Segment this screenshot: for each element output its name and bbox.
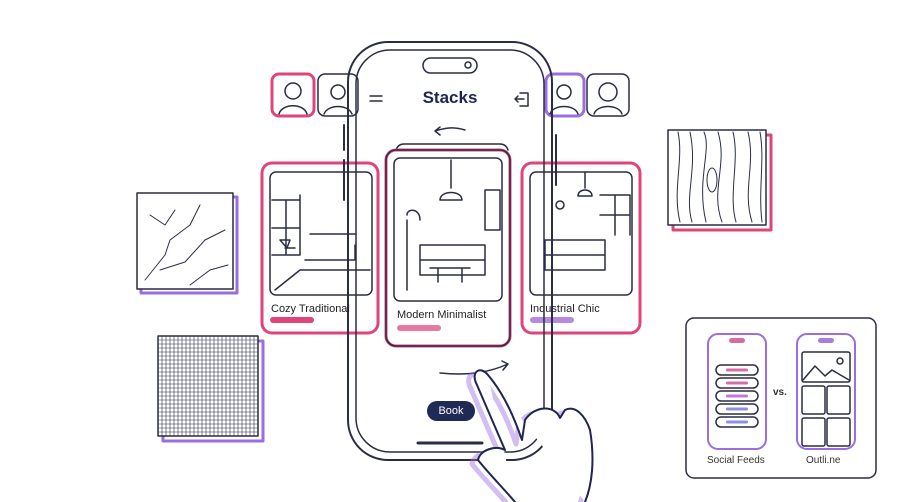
logout-icon[interactable] [514, 92, 529, 107]
phone-frame [343, 41, 557, 461]
app-title: Stacks [422, 88, 478, 107]
swipe-left-arrow-icon [434, 126, 466, 136]
avatar-row [270, 72, 630, 118]
vs-label: vs. [773, 387, 787, 398]
grid-swatch [157, 335, 265, 443]
book-button[interactable]: Book [427, 401, 475, 421]
card-label-modern-minimalist[interactable]: Modern Minimalist [397, 309, 487, 321]
hand-pointer-icon [466, 369, 594, 502]
social-feeds-label: Social Feeds [707, 455, 765, 466]
menu-icon[interactable] [369, 95, 383, 102]
comparison-panel [685, 317, 877, 479]
marble-swatch [136, 192, 239, 295]
card-label-industrial-chic[interactable]: Industrial Chic [530, 303, 600, 315]
card-label-cozy-traditional[interactable]: Cozy Traditional [271, 303, 350, 315]
card-industrial-chic-frame [520, 161, 642, 335]
card-modern-minimalist-frame [384, 143, 512, 348]
wood-swatch [667, 129, 773, 232]
outline-label: Outli.ne [806, 455, 841, 466]
card-cozy-traditional-frame [260, 161, 380, 335]
